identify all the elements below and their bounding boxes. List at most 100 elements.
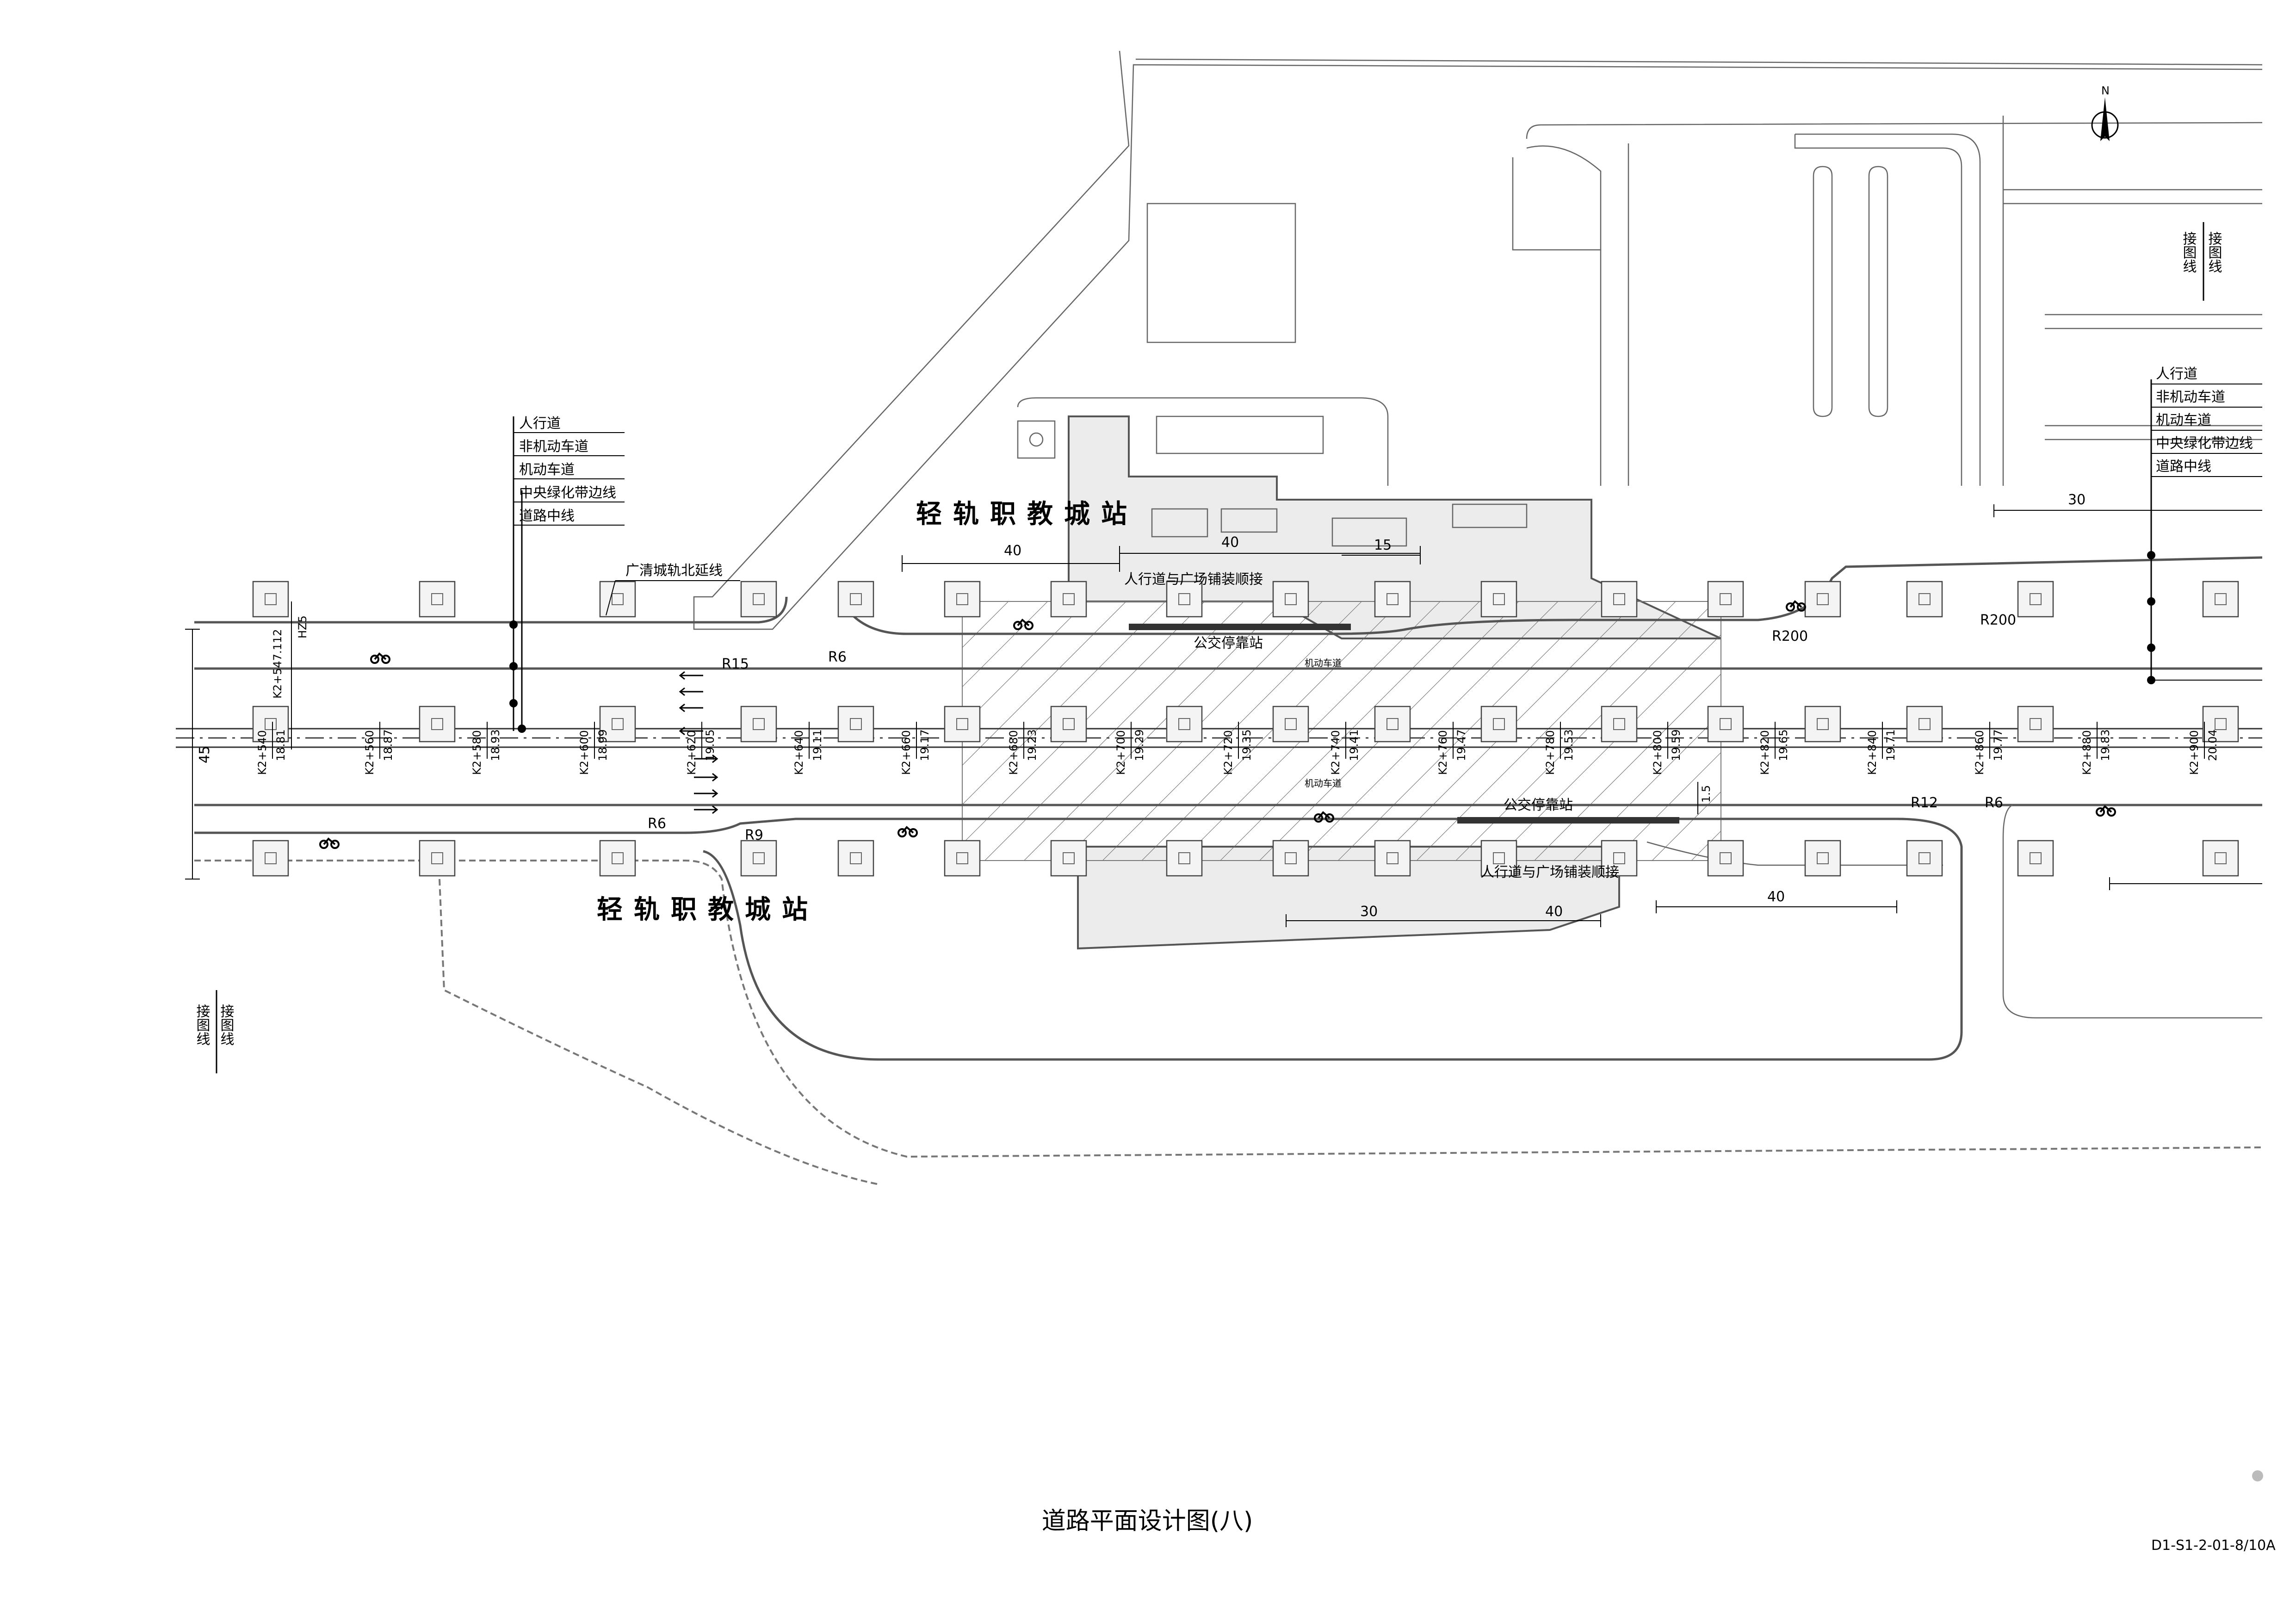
tree-pit [2202,581,2239,618]
dim-south-30: 30 [1360,904,1378,920]
tree-pit [419,706,456,743]
tree-pit [252,706,289,743]
drawing-number: D1-S1-2-01-8/10A [2151,1537,2276,1554]
bicycle-icons [319,600,2116,849]
chainage-mark: K2+840 19.71 [1866,722,1897,775]
legend-right-sidewalk: 人行道 [2156,366,2197,382]
tree-pit [1804,840,1841,877]
tree-pit [1050,706,1087,743]
dim-south-40b: 40 [1767,889,1785,905]
main-road [176,556,2263,1185]
match-line-right-b: 接图线 [2206,231,2222,273]
corner-dot [2252,1470,2263,1481]
radius-r6-north: R6 [828,649,847,665]
north-mark: N [2101,84,2110,97]
rail-label: 广清城轨北延线 [606,563,740,616]
chainage-mark: K2+780 19.53 [1544,722,1575,775]
sheet-title: 道路平面设计图(八) [1042,1507,1253,1535]
tree-pit [599,706,636,743]
chainage-elevation: 19.71 [1884,729,1897,761]
tree-pit [1601,581,1638,618]
dim-south-40a: 40 [1545,904,1563,920]
chainage-station: K2+680 [1007,730,1020,775]
chainage-station: K2+880 [2080,730,2093,775]
match-line-right: 接图线 接图线 [2180,222,2222,301]
tree-pit [944,706,981,743]
tree-pit [1374,581,1411,618]
tree-pit [419,581,456,618]
chainage-station: K2+560 [363,730,376,775]
tree-pit [252,840,289,877]
tree-pit [1480,706,1517,743]
chainage-elevation: 18.99 [596,729,609,761]
match-line-left-a: 接图线 [194,1004,210,1046]
tree-pit [740,840,777,877]
chainage-station: K2+840 [1866,730,1879,775]
tree-pit [252,581,289,618]
chainage-elevation: 19.65 [1777,729,1790,761]
chainage-elevation: 19.41 [1348,729,1361,761]
tree-pits [252,581,2239,877]
chainage-elevation: 20.04 [2206,729,2219,761]
tree-pit [1480,581,1517,618]
dim-north-15: 15 [1374,537,1392,553]
legend-right-motor-lane: 机动车道 [2156,412,2211,428]
tree-pit [1166,581,1203,618]
tree-pit [2202,706,2239,743]
campus-roads [1017,116,2263,486]
chainage-elevation: 19.05 [704,729,717,761]
legend-left-median-edge: 中央绿化带边线 [519,485,616,501]
radius-r12: R12 [1911,795,1938,811]
chainage-station: K2+600 [578,730,591,775]
tree-pit [2017,581,2054,618]
chainage-elevation: 19.29 [1133,729,1146,761]
curve-start-code: HZ5 [296,615,309,638]
tree-pit [599,840,636,877]
bus-stop-bar-south [1457,817,1679,824]
tree-pit [944,840,981,877]
legend-left-motor-lane: 机动车道 [519,462,575,478]
dim-north-40b: 40 [1221,534,1239,551]
tree-pit [1804,581,1841,618]
chainage-station: K2+760 [1436,730,1449,775]
tree-pit [1601,706,1638,743]
dimensions [185,504,2262,927]
tree-pit [1166,706,1203,743]
chainage-station: K2+780 [1544,730,1557,775]
chainage-station: K2+740 [1329,730,1342,775]
chainage-elevation: 19.53 [1562,729,1575,761]
legend-left-bike-lane: 非机动车道 [519,439,588,455]
chainage-elevation: 19.35 [1240,729,1253,761]
match-line-right-a: 接图线 [2180,231,2197,273]
curve-start-marker: K2+547.112 HZ5 [271,601,309,750]
tree-pit [1050,840,1087,877]
dim-width-45: 45 [197,746,213,763]
tree-pit [1707,840,1744,877]
chainage-elevation: 19.77 [1992,729,2005,761]
tree-pit [740,706,777,743]
legend-left-centerline: 道路中线 [519,508,575,524]
plaza-note-south: 人行道与广场铺装顺接 [1480,864,1619,880]
legend-right-median-edge: 中央绿化带边线 [2156,435,2253,452]
chainage-station: K2+640 [792,730,805,775]
tree-pit [1906,840,1943,877]
lane-label-small-2: 机动车道 [1305,778,1342,789]
tree-pit [1906,706,1943,743]
tree-pit [944,581,981,618]
dim-bay-1-5: 1.5 [1700,785,1713,803]
station-name-north: 轻轨职教城站 [916,499,1138,529]
radius-r15: R15 [722,656,749,672]
match-line-left-b: 接图线 [218,1004,235,1046]
